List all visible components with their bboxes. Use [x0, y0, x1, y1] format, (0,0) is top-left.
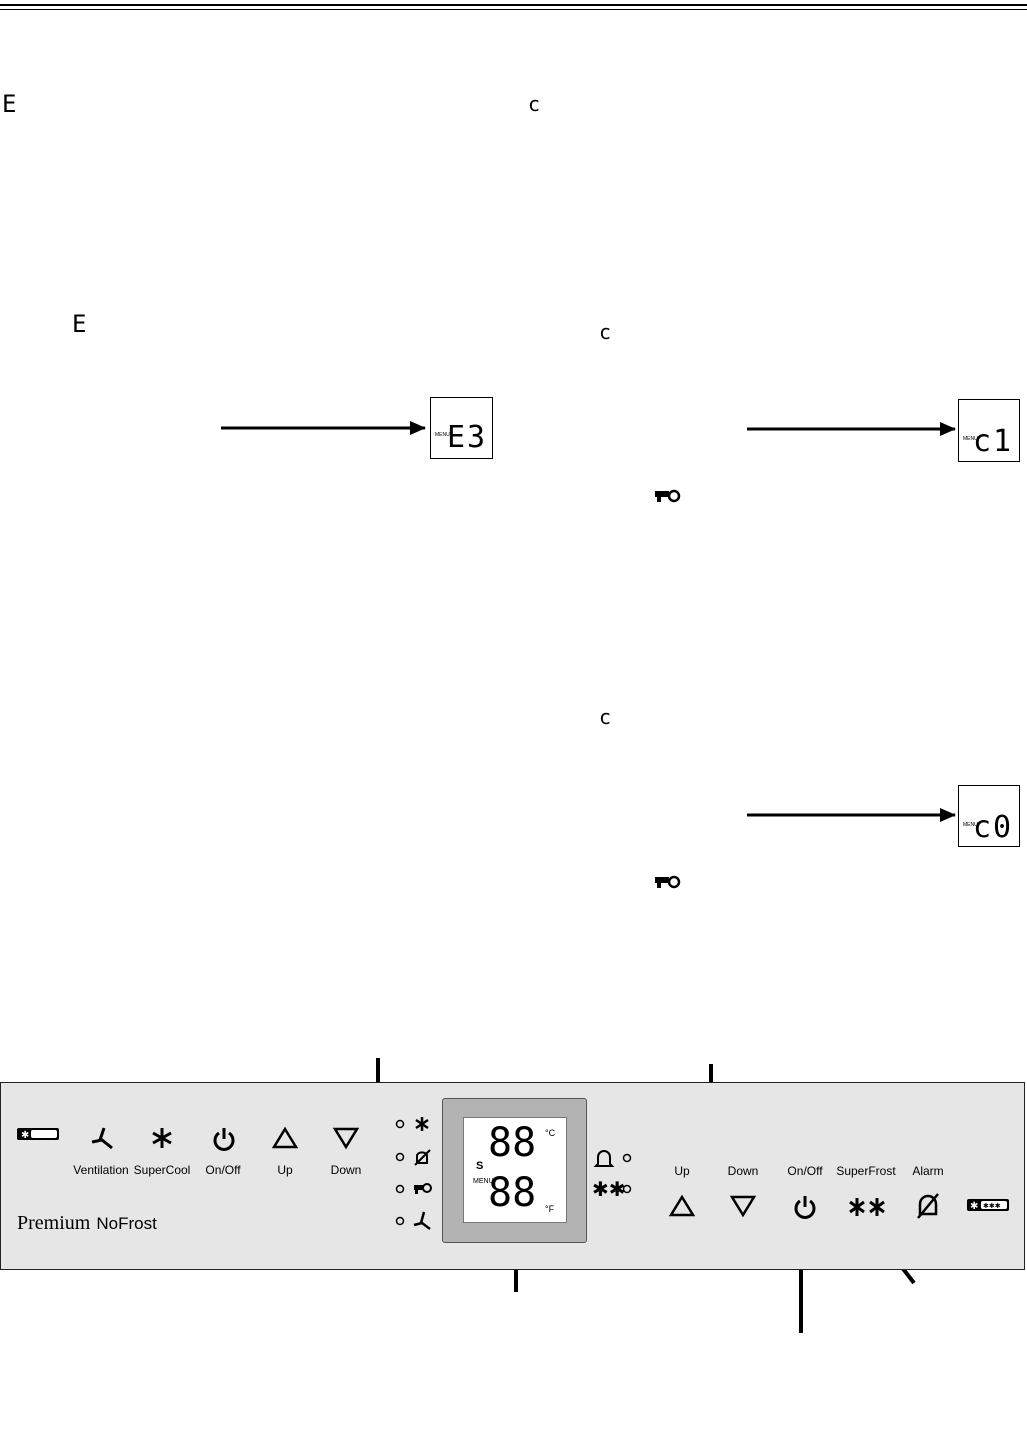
- display-value: c1: [973, 424, 1014, 459]
- supercool-label: SuperCool: [133, 1163, 191, 1177]
- freezer-compartment-icon: ✱ ✱✱✱: [967, 1199, 1009, 1212]
- top-digits: 88: [488, 1120, 537, 1166]
- up-triangle-icon[interactable]: [271, 1126, 299, 1149]
- ventilation-label: Ventilation: [73, 1163, 129, 1177]
- down-label: Down: [330, 1163, 362, 1177]
- lock-icon: [655, 875, 681, 889]
- display-menu-label: MENU: [435, 432, 450, 438]
- display-value: E3: [447, 420, 488, 455]
- indicator-c-top: c: [528, 92, 541, 116]
- celsius-label: °C: [545, 1128, 556, 1138]
- onoff-label-right: On/Off: [787, 1164, 823, 1178]
- display-e3: MENU E3: [430, 397, 493, 459]
- brand-sub: NoFrost: [96, 1214, 157, 1233]
- brand-label: Premium NoFrost: [17, 1212, 157, 1235]
- alarm-label: Alarm: [912, 1164, 944, 1178]
- svg-text:✱✱: ✱✱: [592, 1177, 626, 1201]
- display-menu-label: MENU: [963, 822, 978, 828]
- indicator-c-low: c: [599, 705, 612, 729]
- fridge-compartment-icon: ✱: [17, 1128, 59, 1141]
- led-indicators-right: ✱✱: [592, 1150, 632, 1201]
- top-rule: [0, 4, 1027, 6]
- menu-label: MENU: [473, 1178, 494, 1185]
- led-indicators-left: [395, 1117, 432, 1230]
- supercool-icon[interactable]: [150, 1126, 174, 1150]
- ventilation-icon[interactable]: [90, 1126, 116, 1150]
- up-triangle-icon[interactable]: [668, 1194, 696, 1217]
- temperature-display: 88 °C S MENU 88 °F: [463, 1117, 567, 1223]
- onoff-label: On/Off: [205, 1163, 241, 1177]
- display-c0: MENU c0: [958, 785, 1020, 847]
- top-rule-thin: [0, 9, 1027, 10]
- superfrost-icon[interactable]: [848, 1196, 888, 1220]
- down-triangle-icon[interactable]: [729, 1195, 757, 1218]
- up-label: Up: [277, 1163, 293, 1177]
- bottom-digits: 88: [488, 1170, 537, 1216]
- brand-name: Premium: [17, 1212, 91, 1234]
- indicator-e-top: E: [2, 90, 17, 118]
- s-label: S: [476, 1160, 484, 1172]
- alarm-off-icon[interactable]: [916, 1193, 940, 1220]
- power-icon[interactable]: [793, 1194, 817, 1220]
- svg-text:✱: ✱: [970, 1201, 978, 1212]
- display-value: c0: [973, 810, 1014, 845]
- superfrost-label: SuperFrost: [836, 1164, 896, 1178]
- display-c1: MENU c1: [958, 399, 1020, 462]
- indicator-c-mid: c: [599, 320, 612, 344]
- svg-text:✱✱✱: ✱✱✱: [983, 1202, 1001, 1210]
- power-icon[interactable]: [212, 1126, 236, 1152]
- svg-text:✱: ✱: [21, 1130, 29, 1141]
- fahrenheit-label: °F: [545, 1204, 555, 1214]
- up-label-right: Up: [674, 1164, 690, 1178]
- down-triangle-icon[interactable]: [332, 1127, 360, 1150]
- indicator-e-mid: E: [72, 310, 87, 338]
- display-menu-label: MENU: [963, 436, 978, 442]
- lock-icon: [655, 489, 681, 503]
- down-label-right: Down: [727, 1164, 759, 1178]
